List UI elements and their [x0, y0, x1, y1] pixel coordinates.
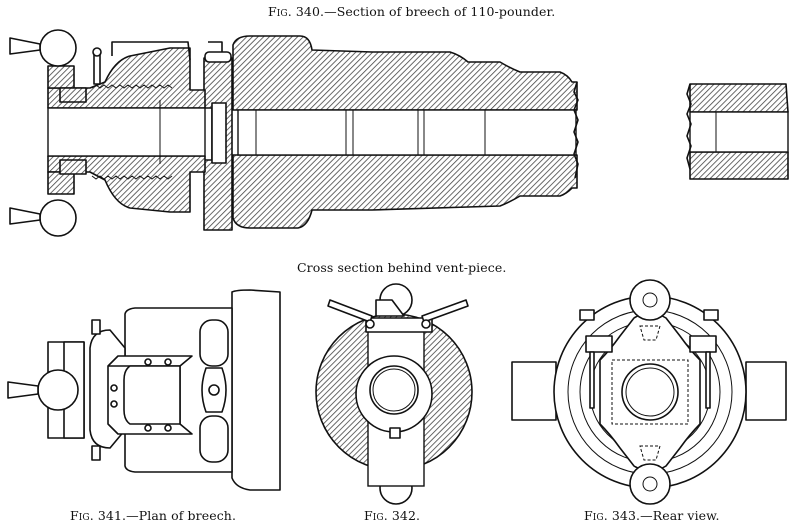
fig-343-prefix: Fig.	[584, 508, 608, 523]
fig-341-prefix: Fig.	[70, 508, 94, 523]
handle-ball-upper	[39, 29, 77, 67]
cross-section-caption: Cross section behind vent-piece.	[297, 260, 507, 275]
rear-bore	[621, 363, 679, 421]
fig-343-caption: Fig. 343.—Rear view.	[584, 508, 720, 523]
bottom-nut	[629, 463, 671, 505]
plan-shackle-lower	[199, 415, 229, 463]
bore	[237, 109, 577, 156]
fig-342-cross-section	[315, 283, 473, 505]
collar-upper	[47, 65, 75, 89]
fig-341-plan	[7, 289, 281, 491]
fig-340-title: —Section of breech of 110-pounder.	[324, 4, 556, 19]
handle-lever-lower	[9, 207, 41, 225]
bracket-left	[585, 335, 613, 353]
collar-lower	[47, 171, 75, 195]
fig-340-breech-section	[9, 29, 579, 237]
fig-341-number: 341.	[97, 508, 127, 523]
trunnion-right	[745, 361, 787, 421]
top-nut	[629, 279, 671, 321]
fig-340-number: 340.	[295, 4, 325, 19]
handle-lever-upper	[9, 37, 41, 55]
plan-body-large	[231, 289, 281, 491]
fig-341-title: —Plan of breech.	[126, 508, 237, 523]
fig-343-title: —Rear view.	[640, 508, 720, 523]
fig-341-caption: Fig. 341.—Plan of breech.	[70, 508, 236, 523]
fig-343-rear-view	[511, 279, 787, 505]
fig-340-muzzle-fragment	[686, 83, 789, 180]
breech-screw-upper	[47, 47, 206, 109]
bracket-right	[689, 335, 717, 353]
fig-343-number: 343.	[611, 508, 641, 523]
plan-handle-ball	[37, 369, 79, 411]
breech-bore	[47, 107, 206, 157]
fig-342-caption: Fig. 342.	[364, 508, 420, 523]
gun-body-lower	[232, 154, 578, 229]
trunnion-left	[511, 361, 557, 421]
lever-left	[327, 299, 373, 323]
fig-340-caption: Fig. 340.—Section of breech of 110-pound…	[268, 4, 555, 19]
breech-screw-lower	[47, 155, 206, 213]
bore-ring	[369, 365, 419, 415]
fig-340-prefix: Fig.	[268, 4, 292, 19]
handle-ball-lower	[39, 199, 77, 237]
lever-right	[421, 299, 469, 323]
plan-shackle-upper	[199, 319, 229, 367]
fig-342-prefix: Fig.	[364, 508, 388, 523]
gun-body-upper	[232, 35, 578, 111]
fig-342-number: 342.	[391, 508, 421, 523]
